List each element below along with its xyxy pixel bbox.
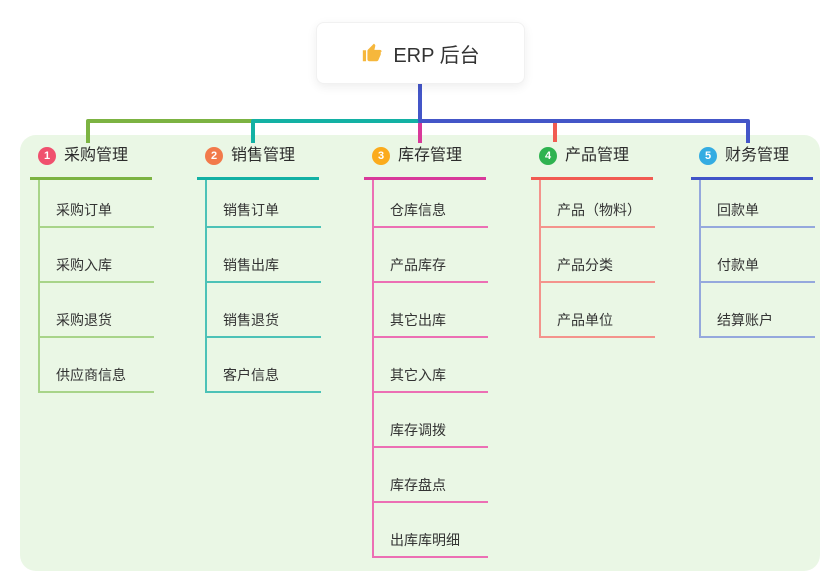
root-title: ERP 后台 (393, 44, 480, 67)
child-label: 其它入库 (390, 367, 446, 383)
child-label: 出库库明细 (390, 532, 460, 548)
branch-node[interactable]: 1 采购管理 (30, 145, 152, 180)
branch-label: 库存管理 (398, 147, 463, 164)
branch-node[interactable]: 4 产品管理 (531, 145, 653, 180)
mindmap-panel (20, 135, 820, 571)
child-node[interactable]: 采购订单 (40, 200, 154, 228)
branch-children: 采购订单 采购入库 采购退货 供应商信息 (38, 180, 154, 393)
child-label: 产品分类 (557, 257, 613, 273)
child-label: 回款单 (717, 202, 759, 218)
branch-label: 销售管理 (231, 147, 296, 164)
branch-column: 1 采购管理 采购订单 采购入库 采购退货 供应商信息 (30, 145, 154, 393)
child-node[interactable]: 库存盘点 (374, 475, 488, 503)
child-node[interactable]: 销售退货 (207, 310, 321, 338)
child-node[interactable]: 销售出库 (207, 255, 321, 283)
child-label: 结算账户 (717, 312, 773, 328)
branch-label: 采购管理 (64, 147, 129, 164)
child-label: 销售出库 (223, 257, 279, 273)
branch-column: 4 产品管理 产品（物料） 产品分类 产品单位 (531, 145, 655, 338)
child-node[interactable]: 客户信息 (207, 365, 321, 393)
child-node[interactable]: 供应商信息 (40, 365, 154, 393)
child-node[interactable]: 出库库明细 (374, 530, 488, 558)
child-node[interactable]: 其它入库 (374, 365, 488, 393)
child-node[interactable]: 产品（物料） (541, 200, 655, 228)
child-label: 客户信息 (223, 367, 279, 383)
child-label: 其它出库 (390, 312, 446, 328)
child-label: 销售退货 (223, 312, 279, 328)
child-node[interactable]: 采购退货 (40, 310, 154, 338)
branch-node[interactable]: 2 销售管理 (197, 145, 319, 180)
branch-node[interactable]: 5 财务管理 (691, 145, 813, 180)
child-label: 采购退货 (56, 312, 112, 328)
branch-column: 3 库存管理 仓库信息 产品库存 其它出库 其它入库 库存调拨 库存盘点 出库库… (364, 145, 488, 558)
root-node[interactable]: ERP 后台 (316, 22, 525, 84)
child-node[interactable]: 仓库信息 (374, 200, 488, 228)
child-node[interactable]: 回款单 (701, 200, 815, 228)
branch-number-badge: 4 (539, 147, 557, 165)
branch-column: 5 财务管理 回款单 付款单 结算账户 (691, 145, 815, 338)
child-label: 仓库信息 (390, 202, 446, 218)
child-label: 产品库存 (390, 257, 446, 273)
thumbs-up-icon (361, 42, 383, 64)
child-node[interactable]: 其它出库 (374, 310, 488, 338)
child-node[interactable]: 产品库存 (374, 255, 488, 283)
child-node[interactable]: 库存调拨 (374, 420, 488, 448)
branch-children: 回款单 付款单 结算账户 (699, 180, 815, 338)
branch-number-badge: 1 (38, 147, 56, 165)
child-node[interactable]: 销售订单 (207, 200, 321, 228)
child-node[interactable]: 付款单 (701, 255, 815, 283)
child-node[interactable]: 结算账户 (701, 310, 815, 338)
branch-children: 产品（物料） 产品分类 产品单位 (539, 180, 655, 338)
child-label: 产品单位 (557, 312, 613, 328)
child-label: 库存调拨 (390, 422, 446, 438)
branch-label: 产品管理 (565, 147, 630, 164)
branch-number-badge: 2 (205, 147, 223, 165)
child-label: 付款单 (717, 257, 759, 273)
branch-column: 2 销售管理 销售订单 销售出库 销售退货 客户信息 (197, 145, 321, 393)
child-label: 库存盘点 (390, 477, 446, 493)
branch-children: 仓库信息 产品库存 其它出库 其它入库 库存调拨 库存盘点 出库库明细 (372, 180, 488, 558)
branch-number-badge: 5 (699, 147, 717, 165)
child-node[interactable]: 产品分类 (541, 255, 655, 283)
child-node[interactable]: 采购入库 (40, 255, 154, 283)
child-label: 采购入库 (56, 257, 112, 273)
branch-children: 销售订单 销售出库 销售退货 客户信息 (205, 180, 321, 393)
child-label: 供应商信息 (56, 367, 126, 383)
child-label: 产品（物料） (557, 202, 641, 218)
child-label: 销售订单 (223, 202, 279, 218)
child-label: 采购订单 (56, 202, 112, 218)
branch-number-badge: 3 (372, 147, 390, 165)
branch-label: 财务管理 (725, 147, 790, 164)
child-node[interactable]: 产品单位 (541, 310, 655, 338)
branch-node[interactable]: 3 库存管理 (364, 145, 486, 180)
